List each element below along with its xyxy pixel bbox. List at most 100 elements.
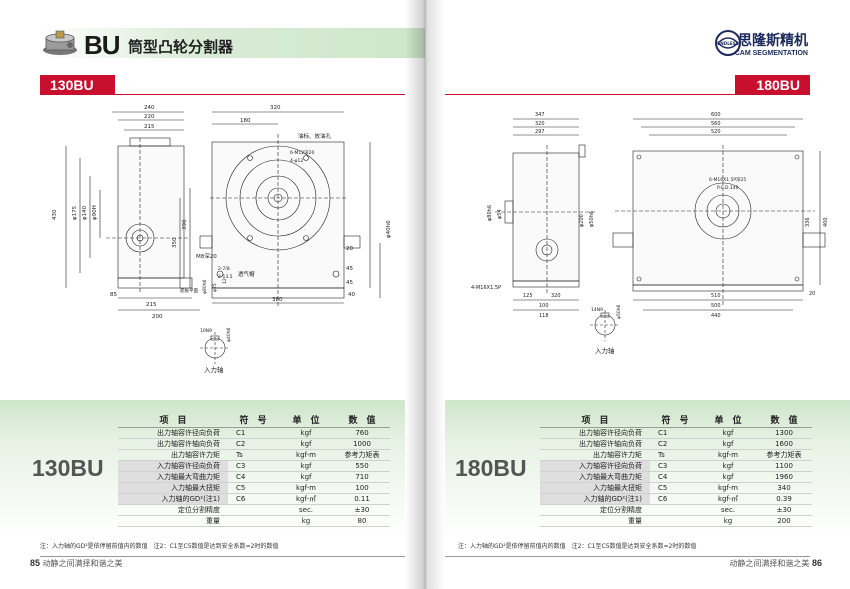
- spec-symbol: C6: [650, 493, 700, 505]
- right-page: ENDLESS 思隆斯精机 CAM SEGMENTATION 180BU: [425, 0, 850, 589]
- spec-item: 入力轴容许径向负荷: [540, 460, 650, 472]
- dim-top-2: 220: [144, 114, 155, 120]
- page-footer: 动静之间满择和谐之美 86: [729, 558, 822, 569]
- spec-item: 入力轴最大弯曲力矩: [118, 471, 228, 483]
- label-breather: 透气帽: [238, 270, 255, 278]
- header-unit: 单 位: [700, 412, 756, 428]
- spec-model-label: 180BU: [455, 455, 527, 481]
- dim-top-4: 320: [270, 105, 281, 111]
- header-unit: 单 位: [278, 412, 334, 428]
- input-shaft-dim-2: φ50h6: [616, 304, 622, 319]
- dim-right-2: 336: [805, 217, 811, 227]
- spec-model-label: 130BU: [32, 455, 104, 481]
- spec-unit: kgf: [278, 471, 334, 483]
- spec-value: 710: [334, 471, 390, 483]
- spec-value: 760: [334, 427, 390, 439]
- input-shaft-dim-1: 14N9: [591, 307, 603, 313]
- spec-symbol: [228, 515, 278, 527]
- spec-item: 入力轴的GD²(注1): [540, 493, 650, 505]
- label-oil-gauge: 油标、放油孔: [298, 132, 332, 140]
- spec-header-row: 项 目 符 号 单 位 数 值: [118, 412, 390, 428]
- spec-unit: kgf-m: [278, 449, 334, 461]
- spec-symbol: C5: [650, 482, 700, 494]
- dim-bottom-2: 215: [146, 302, 157, 308]
- spec-unit: kgf-㎡: [700, 493, 756, 505]
- spec-symbol: C1: [228, 427, 278, 439]
- dim-top-5: 180: [240, 118, 251, 124]
- header-item: 项 目: [118, 412, 228, 428]
- spec-value: ±30: [756, 504, 812, 516]
- dim-left-2: φ175: [72, 205, 78, 220]
- model-tab: 180BU: [735, 75, 810, 95]
- spec-symbol: C3: [228, 460, 278, 472]
- dim-right-1: 20: [346, 246, 353, 252]
- dim-right-2: 45: [346, 266, 353, 272]
- spec-unit: kgf: [700, 438, 756, 450]
- spec-item: 重量: [118, 515, 228, 527]
- dim-right-1: 400: [823, 217, 829, 227]
- spec-value: 1000: [334, 438, 390, 450]
- footnote: 注：入力轴的GD²是依停留前值内的数值 注2：C1至C5数值是达到安全系数=2时…: [40, 543, 279, 550]
- dim-left-6: 350: [172, 237, 178, 248]
- header-symbol: 符 号: [650, 412, 700, 428]
- spec-symbol: Ts: [228, 449, 278, 461]
- spec-item: 重量: [540, 515, 650, 527]
- spec-item: 入力轴的GD²(注1): [118, 493, 228, 505]
- spec-item: 出力轴容许力矩: [118, 449, 228, 461]
- spec-item: 入力轴最大扭矩: [118, 482, 228, 494]
- spec-symbol: [228, 504, 278, 516]
- spec-header-row: 项 目 符 号 单 位 数 值: [540, 412, 812, 428]
- spec-symbol: [650, 504, 700, 516]
- spec-item: 出力轴容许力矩: [540, 449, 650, 461]
- spec-value: 80: [334, 515, 390, 527]
- brand-code: BU: [84, 30, 121, 60]
- spec-item: 出力轴容许径向负荷: [118, 427, 228, 439]
- dim-bottom-5: 510: [711, 293, 721, 299]
- header-item: 项 目: [540, 412, 650, 428]
- dim-top-1: 240: [144, 105, 155, 111]
- dim-right-3: φ50h6: [589, 211, 595, 227]
- input-shaft-label: 入力轴: [204, 365, 224, 373]
- header-band: [40, 28, 425, 58]
- label-phi80: φ80h6: [202, 279, 208, 294]
- tab-rule: [40, 94, 405, 95]
- spec-item: 出力轴容许轴向负荷: [118, 438, 228, 450]
- spec-item: 入力轴最大扭矩: [540, 482, 650, 494]
- logo-chinese: 思隆斯精机: [738, 33, 808, 49]
- label-135: 2-13.5: [218, 274, 233, 280]
- spec-unit: kgf-㎡: [278, 493, 334, 505]
- dim-right-5: 20: [809, 291, 815, 297]
- spec-symbol: C4: [650, 471, 700, 483]
- spec-symbol: C2: [650, 438, 700, 450]
- spec-symbol: C1: [650, 427, 700, 439]
- label-base: 底板平面: [180, 287, 198, 294]
- label-tapped-holes: 6-M12深20: [290, 149, 314, 156]
- spec-symbol: C6: [228, 493, 278, 505]
- dim-bottom-1: 125: [523, 293, 533, 299]
- dim-right-4: φ200: [579, 214, 585, 227]
- dim-left-3: 4-M16X1.5P: [471, 285, 501, 291]
- spec-symbol: C2: [228, 438, 278, 450]
- dim-bottom-5: 40: [348, 292, 355, 298]
- spec-value: 200: [756, 515, 812, 527]
- dim-right-3: 45: [346, 280, 353, 286]
- dim-top-3: 297: [535, 129, 545, 135]
- spec-value: 340: [756, 482, 812, 494]
- dim-bottom-2: 100: [539, 303, 549, 309]
- spec-item: 出力轴容许径向负荷: [540, 427, 650, 439]
- header-value: 数 值: [756, 412, 812, 428]
- dim-top-5: 560: [711, 121, 721, 127]
- spec-item: 入力轴容许径向负荷: [118, 460, 228, 472]
- spec-unit: kgf: [700, 471, 756, 483]
- dim-top-4: 600: [711, 112, 721, 118]
- dim-bottom-7: 440: [711, 313, 721, 319]
